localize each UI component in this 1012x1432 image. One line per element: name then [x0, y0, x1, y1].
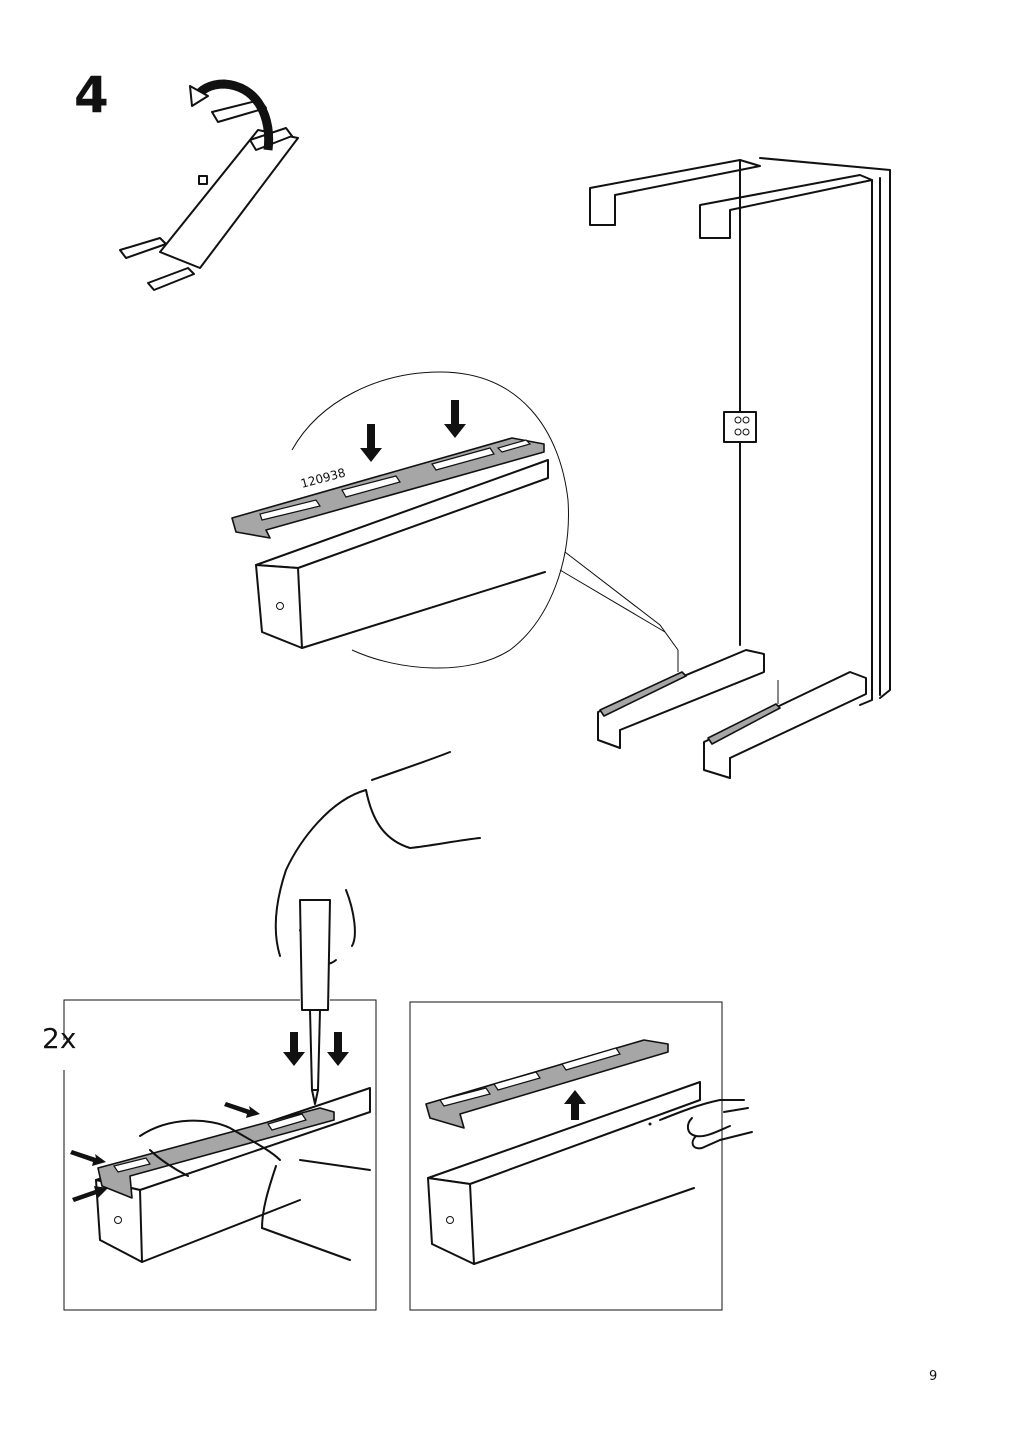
rotate-arrow-icon	[189, 79, 274, 151]
panel-screw-fastening	[63, 999, 377, 1311]
quantity-multiplier: 2x	[42, 1022, 77, 1055]
frame-side-view	[589, 157, 891, 779]
hand-with-screwdriver	[274, 751, 481, 965]
press-down-arrow-icon	[360, 400, 466, 462]
panel-check-fit	[409, 1001, 723, 1311]
detail-callout: 120938	[231, 371, 679, 669]
page-number: 9	[929, 1369, 938, 1384]
lift-up-arrow-icon	[564, 1090, 586, 1120]
step-number: 4	[74, 66, 109, 124]
pointing-hand-icon	[659, 1099, 753, 1150]
press-down-arrow-icon	[283, 1032, 349, 1066]
screwdriver-icon	[299, 899, 331, 1105]
